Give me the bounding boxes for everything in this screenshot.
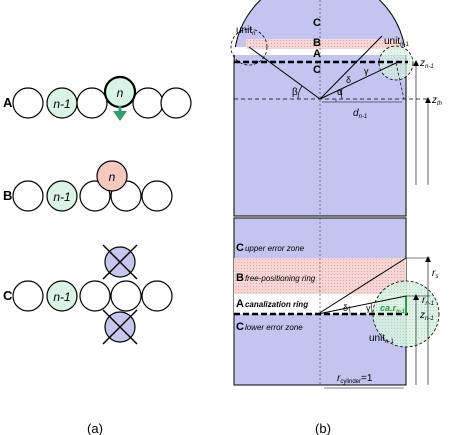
circle — [12, 180, 44, 212]
delta-label: δ — [343, 303, 348, 313]
circle — [132, 87, 164, 119]
circle — [12, 280, 44, 312]
label-n-minus-1: n-1 — [53, 290, 70, 304]
row-c-letter: C — [3, 288, 13, 303]
z-th-label: zth — [431, 95, 443, 107]
unit-n-minus-1-label: unitn-1 — [369, 333, 394, 345]
gamma-label: γ — [364, 66, 369, 76]
circle — [160, 87, 192, 119]
circle — [141, 180, 173, 212]
zone-a-letter: A — [313, 48, 321, 60]
caption-b: (b) — [315, 421, 331, 435]
zone-c-top-letter: C — [313, 17, 321, 29]
circle — [12, 87, 44, 119]
row-b-letter: B — [3, 188, 12, 203]
unit-n-circle — [230, 28, 268, 66]
circle — [79, 280, 111, 312]
canalization-ring-label: Acanalization ring — [236, 298, 308, 310]
circle-n-minus-1 — [46, 180, 78, 212]
panel-b-top: C B A C unitn unitn-1 zn-1 zth dn-1 β α … — [230, 0, 443, 217]
circle — [76, 87, 108, 119]
alpha-label: α — [337, 87, 343, 98]
unit-n-label: unitn — [236, 25, 255, 37]
gamma-label: γ — [366, 303, 371, 313]
caption-a: (a) — [87, 421, 103, 435]
placed-circle-n — [96, 160, 128, 192]
r-n-minus-1-label: rn-1 — [422, 295, 434, 307]
ray-delta — [319, 35, 383, 100]
label-n-minus-1: n-1 — [53, 97, 70, 111]
row-a-letter: A — [3, 95, 13, 110]
z-n-minus-1-label: zn-1 — [419, 58, 434, 70]
delta-label: δ — [346, 75, 351, 85]
free-positioning-ring-label: Bfree-positioning ring — [236, 272, 316, 284]
ray-beta — [248, 46, 321, 100]
beta-label: β — [292, 87, 298, 98]
circle — [110, 280, 142, 312]
zone-b-band — [246, 39, 401, 49]
upper-error-zone-label: Cupper error zone — [236, 242, 305, 254]
panel-b-bottom: Cupper error zone Bfree-positioning ring… — [233, 217, 440, 435]
zone-c-bottom-letter: C — [313, 64, 321, 76]
label-n-minus-1: n-1 — [53, 190, 70, 204]
down-arrow-icon — [113, 106, 127, 121]
circle-n-minus-1 — [46, 280, 78, 312]
r-cylinder-label: rcylinder=1 — [337, 373, 373, 385]
z-n-minus-1-label: zn-1 — [419, 310, 434, 322]
circle — [79, 180, 111, 212]
unit-drop-line — [395, 62, 405, 100]
rejected-circle-bottom — [102, 309, 138, 345]
unit-n-minus-1-label: unitn-1 — [384, 36, 409, 48]
label-n: n — [109, 170, 116, 184]
r-s-label: rs — [432, 268, 438, 280]
lower-error-zone-label: Clower error zone — [236, 321, 303, 333]
label-n: n — [117, 86, 124, 100]
panel-a: A n-1 n B n-1 n C n-1 — [3, 75, 192, 435]
rejected-circle-top — [102, 244, 138, 280]
zone-b-letter: B — [313, 37, 321, 49]
zone-a-band — [234, 47, 406, 55]
ray-alpha — [319, 62, 397, 100]
ray-delta — [317, 257, 407, 315]
circle — [141, 280, 173, 312]
d-n-minus-1-label: dn-1 — [353, 108, 367, 120]
ca-r-label: ca.rn-1 — [380, 303, 406, 315]
ray-gamma — [317, 295, 407, 315]
